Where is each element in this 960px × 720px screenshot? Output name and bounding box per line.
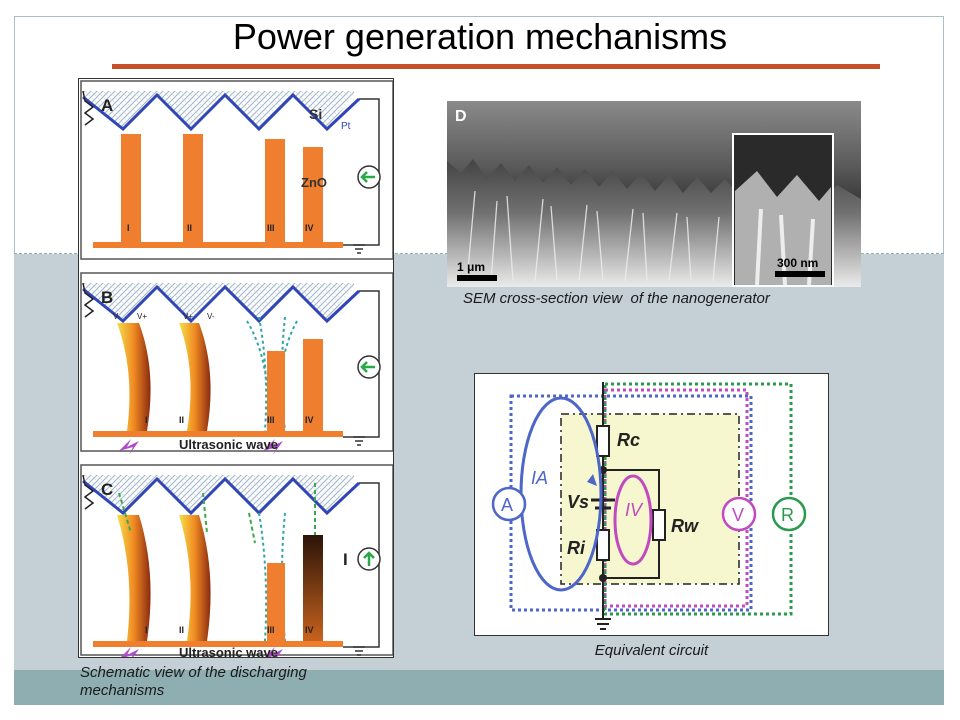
nanowire [303,339,323,431]
bent-nanowire [117,323,151,431]
rc-label: Rc [617,430,640,450]
ground-icon [595,618,611,630]
ground-icon [353,436,365,446]
nanowire [265,139,285,242]
footer-band [14,670,944,705]
bent-nanowire [117,515,151,641]
scale-main-label: 1 μm [457,260,485,274]
wire-label: IV [305,223,314,233]
charge-label: V- [113,312,121,321]
wave-bolt-icon [265,647,283,657]
resistance-meter-icon [771,496,807,532]
ultrasonic-wave-label: Ultrasonic wave [179,645,278,658]
current-loop-v [613,474,653,566]
voltmeter-label: V [732,505,744,525]
nanowire [121,134,141,242]
substrate [93,431,343,437]
resistance-meter-label: R [781,505,794,525]
wave-bolt-icon [119,439,139,455]
wave-bolt-icon [121,647,139,657]
ground-icon [353,646,365,656]
wave-bolt-icon [263,439,283,455]
wire-label: III [267,415,275,425]
scale-bar [775,271,825,277]
charge-label: V+ [137,312,147,321]
sem-image: D 1 μm 300 nm [447,101,861,287]
ammeter-label: A [501,495,513,515]
circuit-caption: Equivalent circuit [594,642,709,659]
schematic-figure: A Si Pt ZnO I II III IV B V- V+ [78,78,394,658]
discharging-nanowire [303,535,323,641]
wire-label: I [145,625,148,635]
sem-letter: D [455,108,467,125]
wire-label: IV [305,625,314,635]
charge-label: V- [207,312,215,321]
wire-label: I [145,415,148,425]
si-label: Si [309,106,322,122]
nanowire [303,147,323,242]
substrate [93,242,343,248]
circuit-diagram: A V R Rc Vs Ri Rw IA IV [474,373,829,636]
current-label: I [343,550,348,569]
wire-label: II [179,415,184,425]
iv-label: IV [625,500,644,520]
wire-label: I [127,223,130,233]
wire-label: II [187,223,192,233]
panel-c-letter: C [101,480,113,499]
bent-nanowire [179,515,211,641]
ground-icon [353,244,365,254]
nanowire [183,134,203,242]
rw-label: Rw [671,516,699,536]
panel-b: B V- V+ V+ V- I II III IV Ultrasonic wav… [80,272,393,455]
ri-label: Ri [567,538,586,558]
page-title: Power generation mechanisms [232,16,728,57]
nanowire [267,563,285,641]
panel-b-letter: B [101,288,113,307]
scale-bar [457,275,497,281]
ultrasonic-wave-label: Ultrasonic wave [179,437,278,452]
schematic-caption: Schematic view of the discharging mechan… [80,664,307,699]
nanowire [267,351,285,431]
voltmeter-icon [721,496,757,532]
substrate [93,641,343,647]
panel-c: C I II III IV Ultrasonic wave I [80,464,393,658]
title-underline [112,64,880,69]
zno-label: ZnO [301,175,327,190]
pt-label: Pt [341,121,351,132]
resistor-ri [596,529,610,561]
ia-label: IA [531,468,548,488]
resistor-rw [652,509,666,541]
bent-nanowire [179,323,211,431]
wire-label: II [179,625,184,635]
wire-label: III [267,223,275,233]
wire-label: III [267,625,275,635]
charge-label: V+ [183,312,193,321]
panel-a-letter: A [101,96,113,115]
panel-a: A Si Pt ZnO I II III IV [80,80,393,260]
sem-caption: SEM cross-section view of the nanogenera… [463,290,770,307]
scale-inset-label: 300 nm [777,256,818,270]
resistor-rc [596,425,610,457]
vs-label: Vs [567,492,589,512]
ammeter-icon [491,486,527,522]
wire-label: IV [305,415,314,425]
